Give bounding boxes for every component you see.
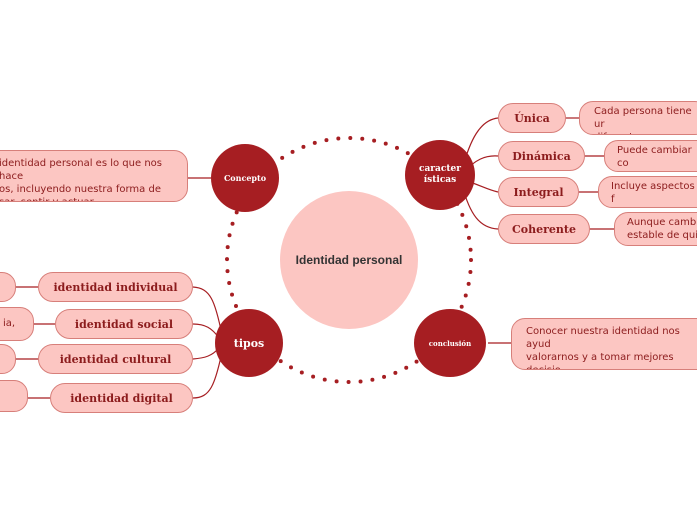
node-concepto-label: Concepto xyxy=(223,173,267,183)
pill-identidad-social-label: identidad social xyxy=(74,317,174,331)
note-coherente-text: Aunque cambi estable de qui xyxy=(627,217,697,241)
note-unica: Cada persona tiene ur diferente. xyxy=(579,101,697,135)
note-dinamica: Puede cambiar co experiencias. xyxy=(604,140,697,172)
note-dinamica-text: Puede cambiar co experiencias. xyxy=(617,145,692,169)
pill-coherente-label: Coherente xyxy=(512,222,576,236)
pill-dinamica[interactable]: Dinámica xyxy=(498,141,585,171)
node-conclusion[interactable]: conclusión xyxy=(414,309,486,377)
dotted-ring xyxy=(225,136,473,384)
pill-dinamica-label: Dinámica xyxy=(512,149,571,163)
tipos-connectors xyxy=(16,286,223,399)
pill-identidad-individual-label: identidad individual xyxy=(53,280,178,294)
note-digital xyxy=(0,380,28,412)
note-unica-text: Cada persona tiene ur diferente. xyxy=(594,106,692,134)
node-caracteristicas[interactable]: caracter ísticas xyxy=(405,140,475,210)
note-coherente: Aunque cambi estable de qui xyxy=(614,212,697,246)
pill-identidad-digital[interactable]: identidad digital xyxy=(50,383,193,413)
pill-identidad-social[interactable]: identidad social xyxy=(55,309,193,339)
pill-identidad-cultural-label: identidad cultural xyxy=(59,352,172,366)
note-social: ia, xyxy=(0,307,34,341)
central-topic-label: Identidad personal xyxy=(295,253,403,267)
concepto-note-text: identidad personal es lo que nos hace os… xyxy=(0,158,162,201)
pill-integral-label: Integral xyxy=(513,185,564,199)
pill-unica-label: Única xyxy=(514,111,550,125)
note-integral: Incluye aspectos f sociales y cultural xyxy=(598,176,697,208)
pill-unica[interactable]: Única xyxy=(498,103,566,133)
conclusion-note: Conocer nuestra identidad nos ayud valor… xyxy=(511,318,697,370)
central-topic[interactable]: Identidad personal xyxy=(280,191,418,329)
conclusion-note-text: Conocer nuestra identidad nos ayud valor… xyxy=(526,326,680,369)
node-conclusion-label: conclusión xyxy=(428,338,472,348)
node-tipos-label: tipos xyxy=(233,336,265,350)
note-integral-text: Incluye aspectos f sociales y cultural xyxy=(611,181,695,205)
concepto-note: identidad personal es lo que nos hace os… xyxy=(0,150,188,202)
pill-coherente[interactable]: Coherente xyxy=(498,214,590,244)
note-social-text: ia, xyxy=(3,318,16,329)
pill-integral[interactable]: Integral xyxy=(498,177,579,207)
node-caracteristicas-label: caracter ísticas xyxy=(419,164,461,185)
node-concepto[interactable]: Concepto xyxy=(211,144,279,212)
pill-identidad-cultural[interactable]: identidad cultural xyxy=(38,344,193,374)
pill-identidad-digital-label: identidad digital xyxy=(70,391,173,405)
node-tipos[interactable]: tipos xyxy=(215,309,283,377)
pill-identidad-individual[interactable]: identidad individual xyxy=(38,272,193,302)
